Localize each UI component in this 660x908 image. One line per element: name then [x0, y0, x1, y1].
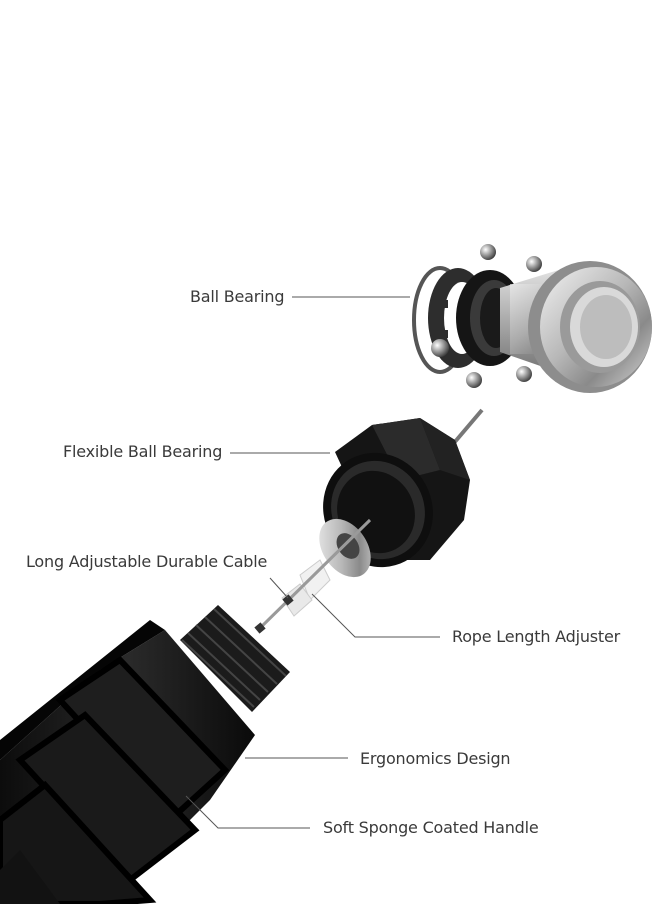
leader-lines — [185, 296, 440, 829]
rope-length-adjuster — [254, 518, 372, 634]
long-adjustable-cable-label: Long Adjustable Durable Cable — [26, 552, 268, 571]
ergonomics-design-label: Ergonomics Design — [360, 749, 511, 768]
flexible-ball-bearing-label: Flexible Ball Bearing — [63, 442, 223, 461]
rope-length-adjuster-label: Rope Length Adjuster — [452, 627, 620, 646]
handle — [0, 605, 290, 907]
ball-bearing-label: Ball Bearing — [190, 287, 285, 306]
soft-sponge-handle-label: Soft Sponge Coated Handle — [323, 818, 539, 837]
ball-bearing-assembly — [412, 244, 652, 393]
